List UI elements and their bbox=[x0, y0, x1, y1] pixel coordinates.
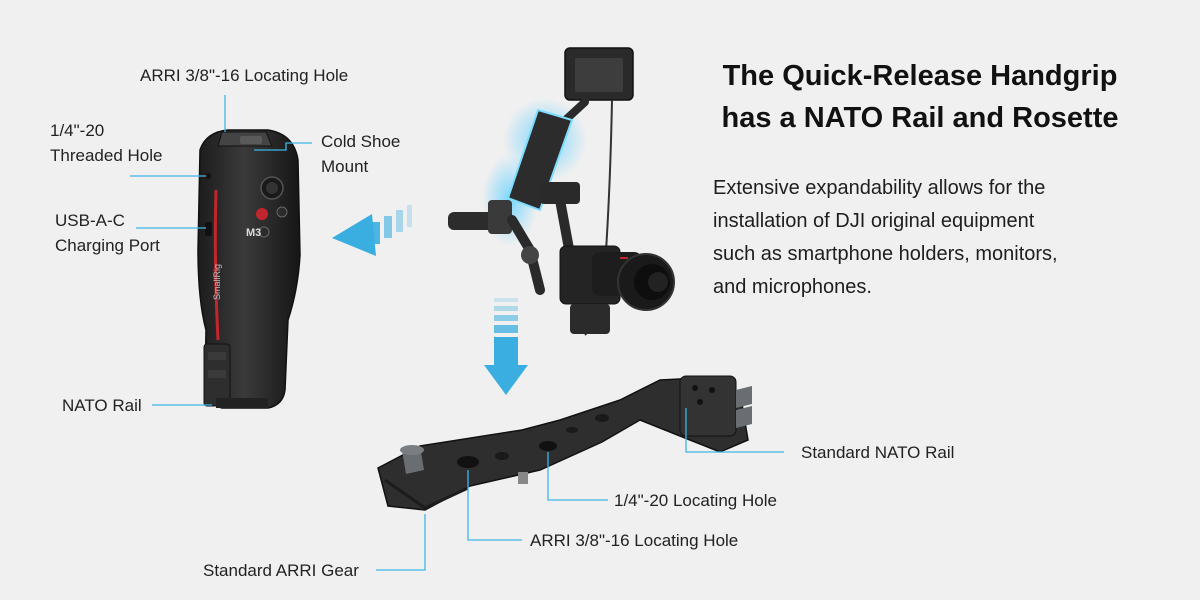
description-line-1: Extensive expandability allows for the bbox=[713, 177, 1046, 199]
callout-cold-shoe: Cold Shoe Mount bbox=[321, 129, 400, 179]
description-line-4: and microphones. bbox=[713, 276, 872, 298]
gimbal-illustration bbox=[448, 47, 675, 336]
callout-cold-shoe-line-2: Mount bbox=[321, 157, 369, 176]
callout-threaded-hole-line-2: Threaded Hole bbox=[50, 146, 163, 165]
callout-nato-rail: NATO Rail bbox=[62, 396, 142, 415]
description-line-3: such as smartphone holders, monitors, bbox=[713, 243, 1058, 265]
callout-cold-shoe-line-1: Cold Shoe bbox=[321, 132, 401, 151]
feature-description: Extensive expandability allows for the i… bbox=[713, 172, 1173, 304]
callout-threaded-hole-line-1: 1/4"-20 bbox=[50, 121, 105, 140]
callout-arri-locating-hole: ARRI 3/8"-16 Locating Hole bbox=[530, 531, 739, 550]
arrow-down-icon bbox=[484, 298, 528, 395]
handgrip-illustration bbox=[197, 129, 301, 409]
callout-standard-nato-rail: Standard NATO Rail bbox=[801, 443, 955, 462]
rosette-bracket-illustration bbox=[377, 375, 752, 511]
bracket-leader-lines bbox=[376, 408, 784, 571]
handgrip-leader-lines bbox=[130, 95, 312, 406]
callout-usb-port-line-1: USB-A-C bbox=[55, 211, 125, 230]
callout-arri-gear: Standard ARRI Gear bbox=[203, 561, 359, 580]
callout-threaded-hole: 1/4"-20 Threaded Hole bbox=[50, 118, 162, 168]
description-line-2: installation of DJI original equipment bbox=[713, 210, 1035, 232]
page-title-line-1: The Quick-Release Handgrip bbox=[722, 60, 1118, 92]
page-title: The Quick-Release Handgrip has a NATO Ra… bbox=[640, 55, 1200, 139]
handgrip-brand-print: SmallRig bbox=[212, 264, 222, 300]
arrow-left-icon bbox=[332, 205, 412, 256]
callout-quarter-locating-hole: 1/4"-20 Locating Hole bbox=[614, 491, 777, 510]
handgrip-model-print: M3 bbox=[246, 227, 261, 239]
callout-usb-port-line-2: Charging Port bbox=[55, 236, 160, 255]
page-title-line-2: has a NATO Rail and Rosette bbox=[721, 102, 1119, 134]
callout-arri-hole: ARRI 3/8"-16 Locating Hole bbox=[140, 66, 349, 85]
callout-usb-port: USB-A-C Charging Port bbox=[55, 208, 160, 258]
